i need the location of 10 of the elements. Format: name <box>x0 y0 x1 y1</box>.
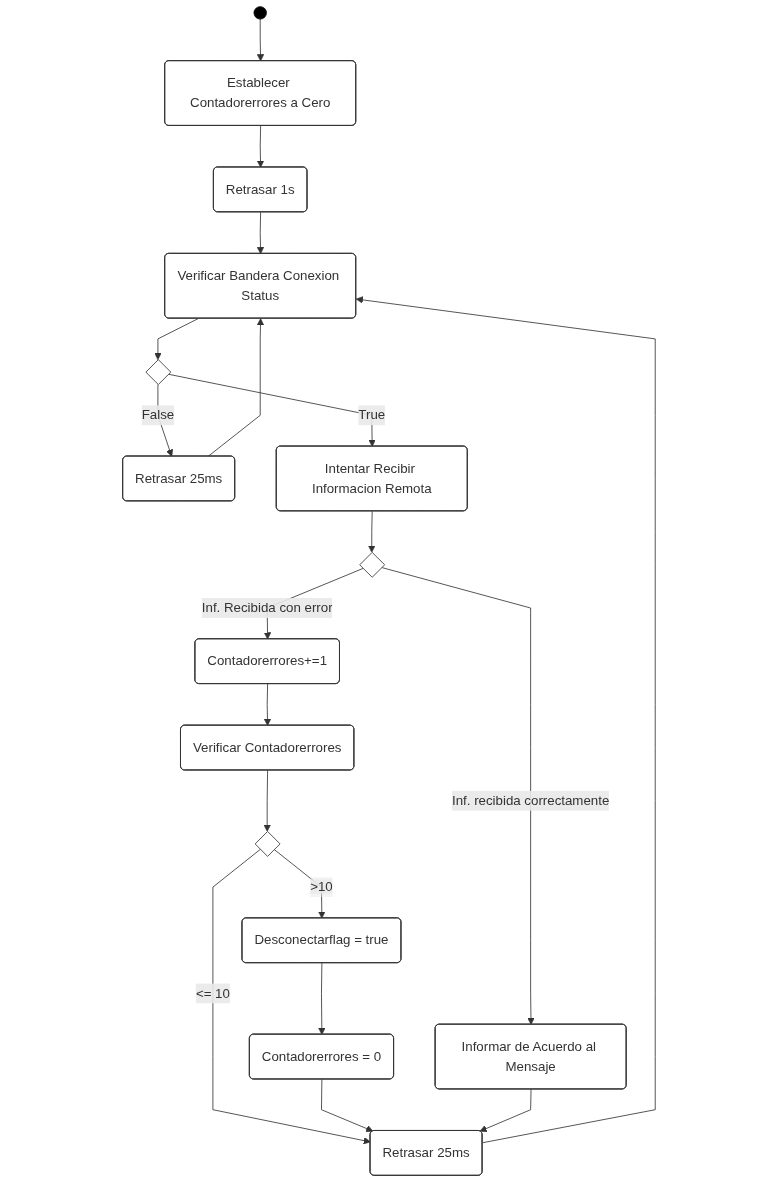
edge-label: <= 10 <box>195 985 230 1001</box>
node-circle <box>253 6 267 20</box>
edge-label: Inf. recibida correctamente <box>451 793 609 808</box>
node-diamond <box>254 831 281 857</box>
node-diamond <box>145 359 171 385</box>
edge-label: False <box>141 407 174 422</box>
edge-label: >10 <box>309 879 333 894</box>
edge-label: Inf. Recibida con error <box>201 600 333 615</box>
node-diamond <box>358 551 385 578</box>
edge-label: True <box>357 407 385 422</box>
